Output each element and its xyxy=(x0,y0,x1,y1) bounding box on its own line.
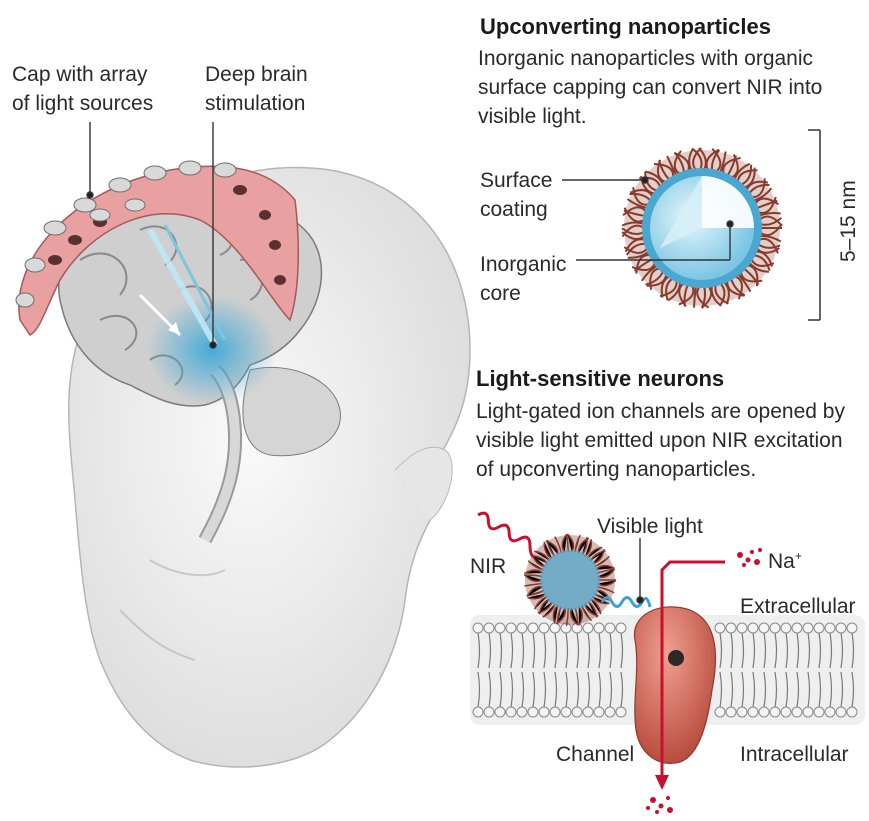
lipid-head xyxy=(594,707,604,717)
lipid-head xyxy=(814,623,824,633)
ucnp-description: Inorganic nanoparticles with organicsurf… xyxy=(478,44,822,131)
leader-visible-light xyxy=(637,538,643,603)
label-deep-brain-stimulation: Deep brainstimulation xyxy=(205,60,308,118)
label-channel: Channel xyxy=(556,740,634,769)
lipid-head xyxy=(759,707,769,717)
neurons-description: Light-gated ion channels are opened byvi… xyxy=(476,397,845,484)
heading-upconverting-nanoparticles: Upconverting nanoparticles xyxy=(480,14,771,40)
lipid-head xyxy=(550,623,560,633)
lipid-head xyxy=(748,623,758,633)
lipid-head xyxy=(473,707,483,717)
lipid-head xyxy=(770,707,780,717)
lipid-head xyxy=(792,707,802,717)
lipid-head xyxy=(781,707,791,717)
lipid-head xyxy=(759,623,769,633)
small-nanoparticle xyxy=(524,534,616,626)
nanoparticle xyxy=(622,148,782,308)
lipid-head xyxy=(583,707,593,717)
lipid-head xyxy=(836,707,846,717)
lipid-head xyxy=(748,707,758,717)
label-inorganic-core: Inorganiccore xyxy=(480,250,566,308)
lipid-head xyxy=(539,707,549,717)
nir-wave xyxy=(474,511,541,558)
lipid-head xyxy=(715,707,725,717)
lipid-head xyxy=(528,707,538,717)
lipid-head xyxy=(528,623,538,633)
lipid-head xyxy=(572,707,582,717)
lipid-head xyxy=(616,623,626,633)
lipid-head xyxy=(803,623,813,633)
lipid-head xyxy=(484,623,494,633)
lipid-head xyxy=(737,623,747,633)
lipid-head xyxy=(781,623,791,633)
lipid-head xyxy=(770,623,780,633)
lipid-head xyxy=(792,623,802,633)
lipid-head xyxy=(495,623,505,633)
lipid-head xyxy=(495,707,505,717)
lipid-head xyxy=(847,623,857,633)
label-extracellular: Extracellular xyxy=(740,592,856,621)
lipid-head xyxy=(616,707,626,717)
label-surface-coating: Surfacecoating xyxy=(480,166,552,224)
label-intracellular: Intracellular xyxy=(740,740,849,769)
lipid-head xyxy=(825,707,835,717)
label-visible-light: Visible light xyxy=(597,512,703,541)
lipid-head xyxy=(506,623,516,633)
lipid-head xyxy=(605,623,615,633)
lipid-head xyxy=(561,707,571,717)
size-bracket xyxy=(808,130,820,320)
lipid-head xyxy=(814,707,824,717)
lipid-head xyxy=(550,707,560,717)
lipid-head xyxy=(836,623,846,633)
lipid-head xyxy=(517,707,527,717)
heading-light-sensitive-neurons: Light-sensitive neurons xyxy=(476,366,724,392)
label-nir: NIR xyxy=(470,552,506,581)
lipid-head xyxy=(539,623,549,633)
lipid-head xyxy=(847,707,857,717)
label-cap: Cap with arrayof light sources xyxy=(12,60,153,118)
lipid-head xyxy=(726,623,736,633)
lipid-head xyxy=(594,623,604,633)
label-sodium: Na+ xyxy=(768,542,802,576)
lipid-head xyxy=(605,707,615,717)
lipid-head xyxy=(484,707,494,717)
lipid-head xyxy=(726,707,736,717)
label-size: 5–15 nm xyxy=(834,180,863,262)
ion-channel xyxy=(634,607,715,764)
lipid-head xyxy=(825,623,835,633)
lipid-head xyxy=(737,707,747,717)
lipid-head xyxy=(715,623,725,633)
lipid-head xyxy=(583,623,593,633)
lipid-head xyxy=(473,623,483,633)
lipid-head xyxy=(517,623,527,633)
lipid-head xyxy=(506,707,516,717)
lipid-head xyxy=(803,707,813,717)
